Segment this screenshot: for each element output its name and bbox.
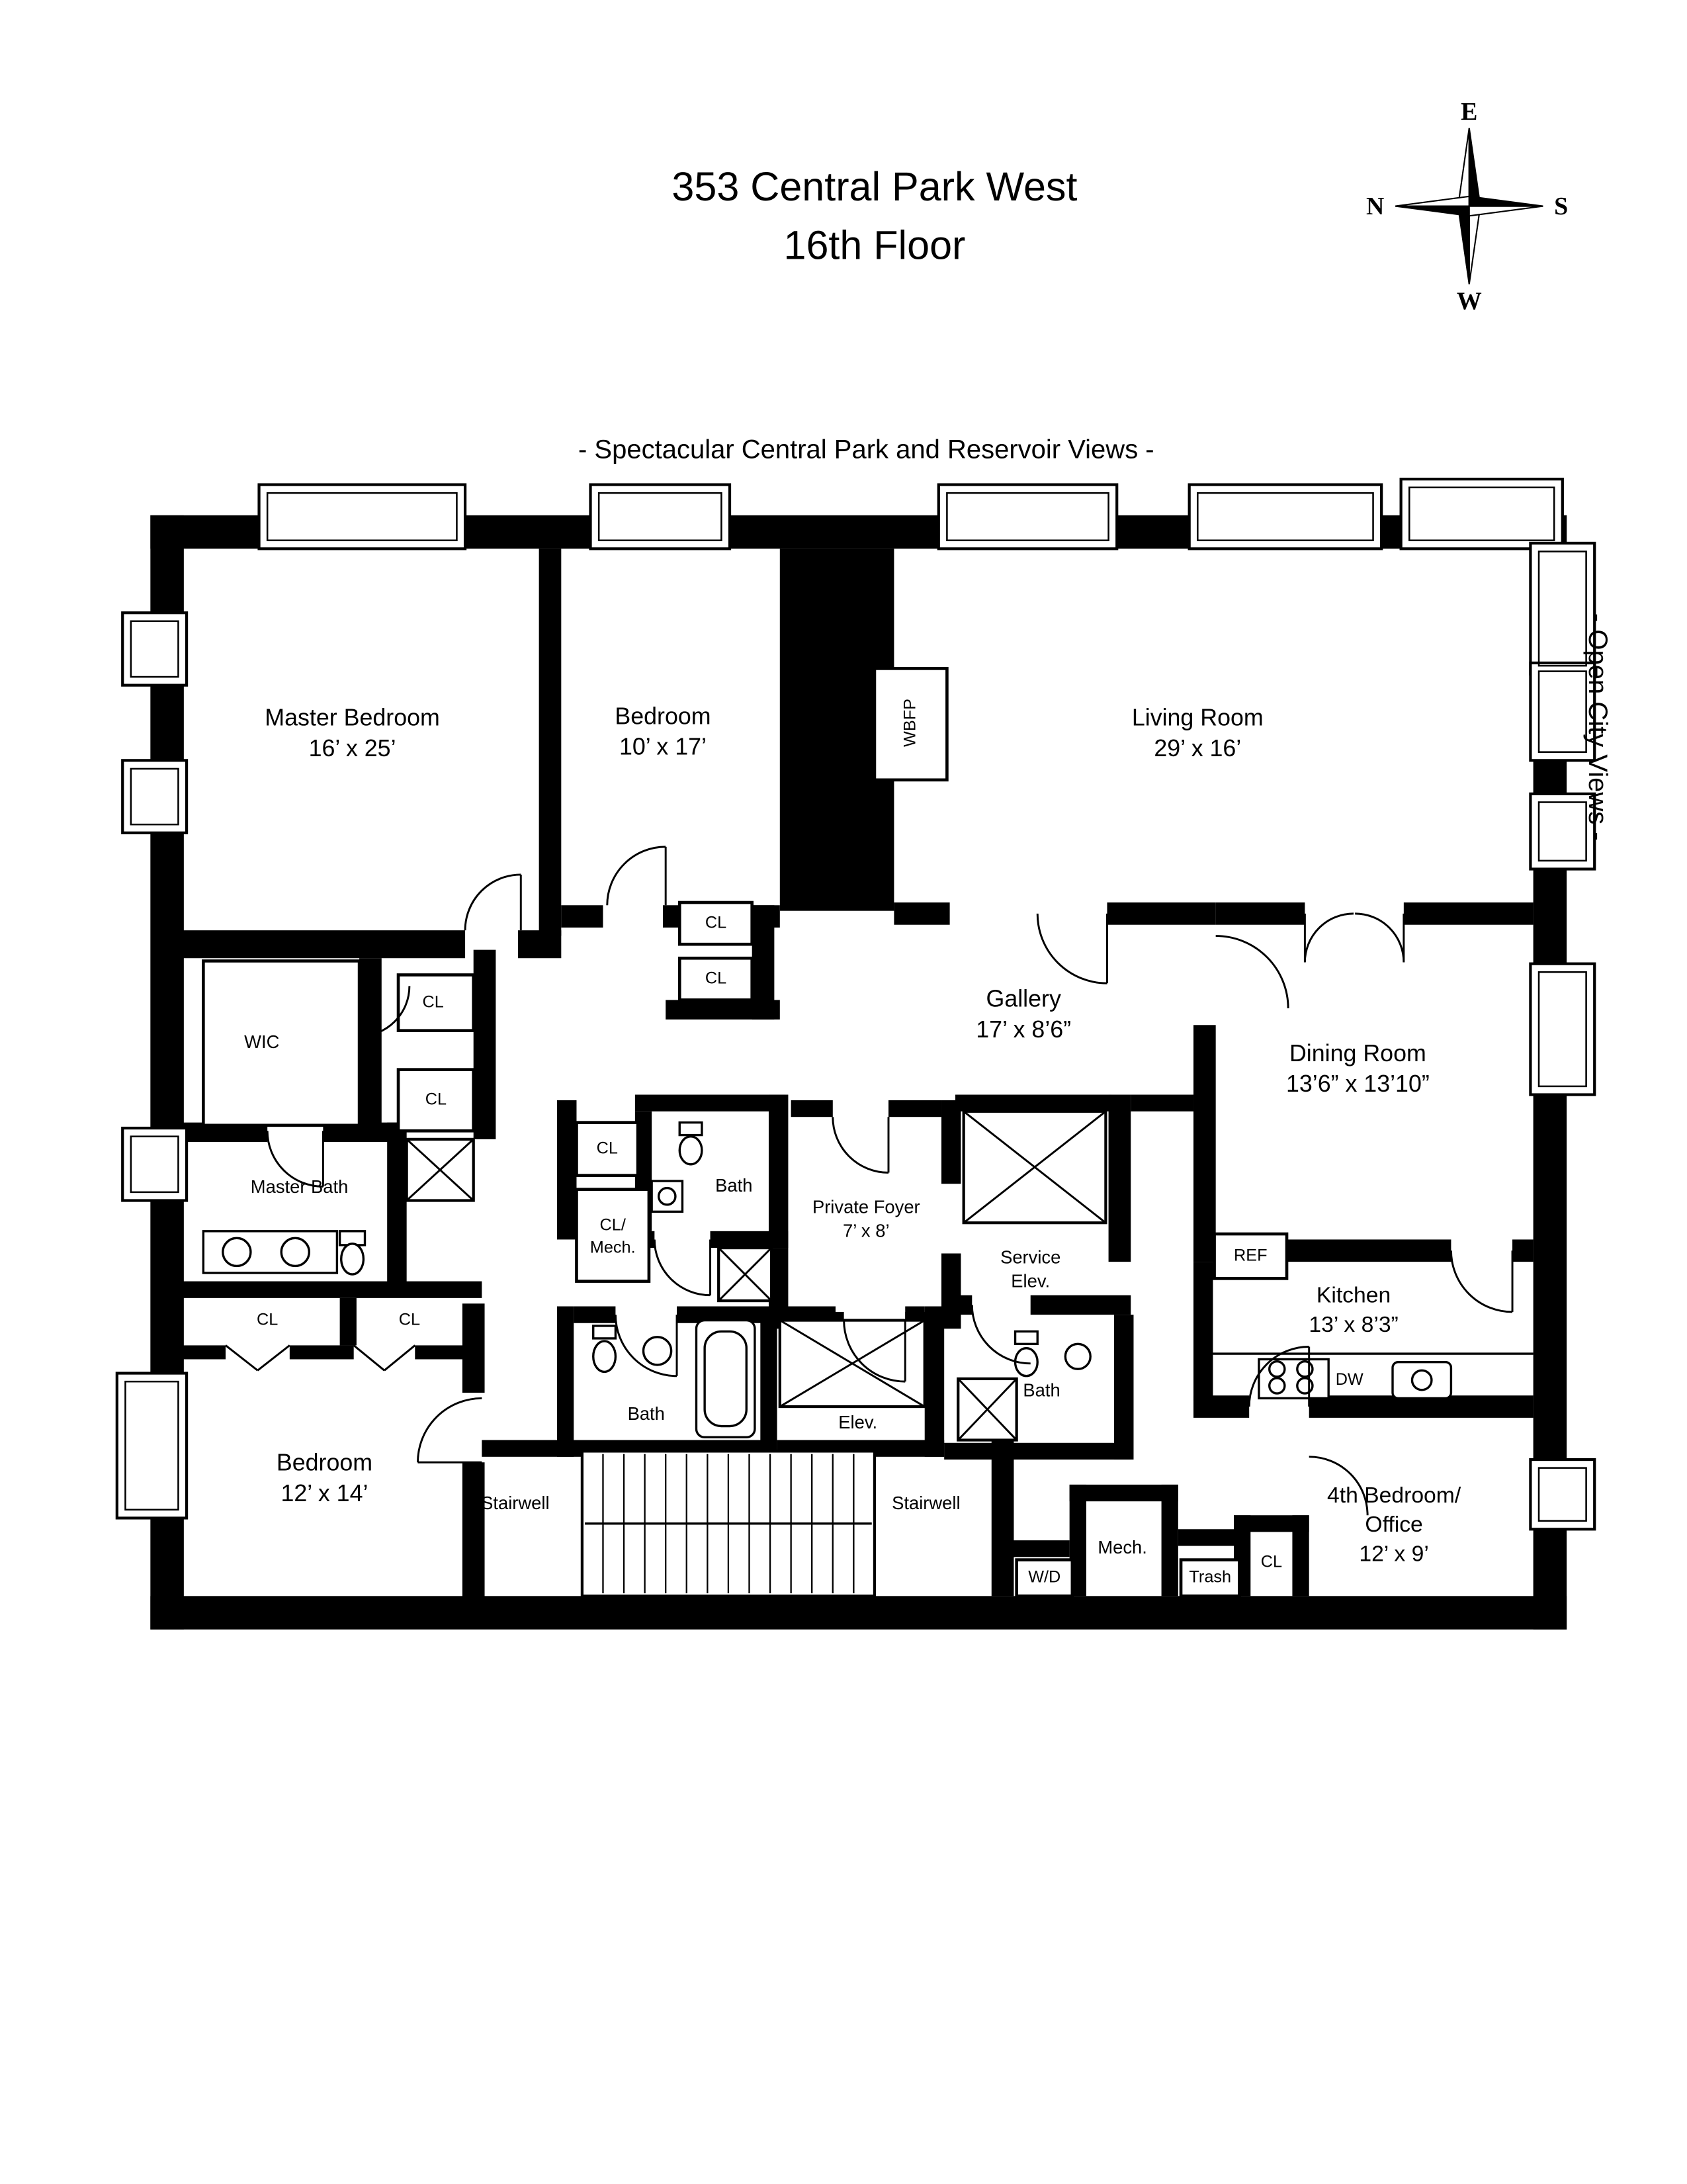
label-stairwell-left: Stairwell — [481, 1492, 550, 1514]
shaft-x-marks — [406, 1110, 1107, 1441]
label-closet-6: CL — [257, 1309, 279, 1329]
room-label-bedroom-3: Bedroom 12’ x 14’ — [276, 1450, 373, 1507]
label-stairwell-right: Stairwell — [892, 1492, 961, 1514]
windows — [115, 478, 1596, 1531]
label-bath-right: Bath — [1023, 1379, 1060, 1401]
label-closet-2: CL — [705, 912, 727, 932]
room-label-kitchen: Kitchen 13’ x 8’3” — [1309, 1284, 1399, 1337]
closet-boxes — [202, 667, 1289, 1598]
label-mechanical: Mech. — [1098, 1536, 1147, 1558]
title-floor: 16th Floor — [783, 224, 966, 269]
compass-south: S — [1554, 193, 1568, 220]
label-trash: Trash — [1189, 1567, 1232, 1587]
label-bath-lower-left: Bath — [627, 1403, 665, 1424]
label-wic: WIC — [244, 1031, 280, 1053]
label-closet-mech: CL/ Mech. — [589, 1215, 636, 1256]
label-service-elevator: Service Elev. — [1000, 1246, 1061, 1291]
label-closet-8: CL — [1260, 1551, 1283, 1571]
label-closet-5: CL — [596, 1138, 618, 1158]
compass-icon — [1395, 128, 1543, 284]
label-refrigerator: REF — [1234, 1245, 1268, 1265]
label-closet-1: CL — [422, 992, 444, 1012]
side-note-open-city-views: - Open City Views - — [1582, 613, 1612, 841]
room-label-private-foyer: Private Foyer 7’ x 8’ — [812, 1196, 920, 1241]
label-closet-3: CL — [705, 968, 727, 988]
label-closet-4: CL — [425, 1089, 447, 1110]
compass-letters: E N S W — [1366, 98, 1568, 315]
label-elevator: Elev. — [838, 1411, 878, 1433]
fixtures — [202, 1121, 1534, 1439]
label-bath-mid: Bath — [715, 1174, 753, 1196]
room-label-4th-bedroom-office: 4th Bedroom/ Office 12’ x 9’ — [1326, 1484, 1461, 1566]
room-label-bedroom-2: Bedroom 10’ x 17’ — [615, 703, 711, 761]
label-wood-burning-fireplace: WBFP — [900, 699, 920, 747]
subtitle-views: - Spectacular Central Park and Reservoir… — [578, 435, 1154, 466]
room-label-dining-room: Dining Room 13’6” x 13’10” — [1285, 1040, 1430, 1098]
label-closet-7: CL — [398, 1309, 421, 1329]
stairs — [580, 1450, 877, 1598]
room-label-master-bedroom: Master Bedroom 16’ x 25’ — [265, 704, 440, 762]
label-master-bath: Master Bath — [250, 1176, 349, 1198]
room-label-gallery: Gallery 17’ x 8’6” — [976, 986, 1072, 1043]
label-washer-dryer: W/D — [1028, 1567, 1061, 1587]
page-title: 353 Central Park West 16th Floor — [671, 159, 1077, 276]
compass-west: W — [1457, 287, 1482, 315]
compass-east: E — [1461, 98, 1477, 126]
door-swings — [225, 846, 1514, 1516]
room-label-living-room: Living Room 29’ x 16’ — [1131, 704, 1264, 762]
title-address: 353 Central Park West — [671, 165, 1078, 210]
compass-north: N — [1366, 193, 1384, 220]
label-dishwasher: DW — [1335, 1369, 1363, 1389]
